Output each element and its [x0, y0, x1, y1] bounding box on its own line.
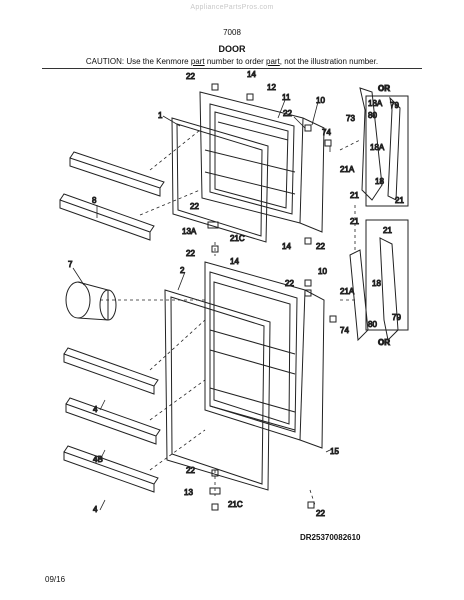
freezer-door-shelves — [59, 151, 165, 241]
callout-14-c: 14 — [282, 242, 291, 251]
caution-text-3: , not the illustration number. — [279, 57, 379, 66]
callout-21a-b: 21A — [340, 287, 355, 296]
diagram-reference-number: DR25370082610 — [300, 533, 361, 542]
callout-7: 7 — [68, 260, 73, 269]
callout-10-b: 10 — [318, 267, 327, 276]
caution-note: CAUTION: Use the Kenmore part number to … — [0, 57, 464, 66]
callout-13a: 13A — [182, 227, 197, 236]
callout-22-h: 22 — [316, 509, 325, 518]
callout-21a-a: 21A — [340, 165, 355, 174]
callout-21c-a: 21C — [230, 234, 245, 243]
callout-22-b: 22 — [283, 109, 292, 118]
page-title: DOOR — [218, 44, 246, 54]
callout-22-d: 22 — [186, 249, 195, 258]
or-label-upper: OR — [378, 84, 390, 93]
caution-text-1: CAUTION: Use the Kenmore — [85, 57, 191, 66]
header-rule — [42, 68, 422, 69]
callout-80-a: 80 — [368, 111, 377, 120]
callout-21-d: 21 — [383, 226, 392, 235]
callout-21c-b: 21C — [228, 500, 243, 509]
callout-22-g: 22 — [186, 466, 195, 475]
callout-1: 1 — [158, 111, 163, 120]
leader-lines — [100, 129, 361, 506]
callout-22-c: 22 — [190, 202, 199, 211]
callout-11: 11 — [282, 93, 291, 102]
callout-8: 8 — [92, 196, 97, 205]
callout-74-a: 74 — [322, 128, 331, 137]
fresh-food-gasket-part — [164, 289, 271, 491]
callout-4-upper: 4 — [93, 405, 98, 414]
callout-73: 73 — [346, 114, 355, 123]
callout-18-b: 18 — [372, 279, 381, 288]
callout-18a-a: 18A — [368, 99, 383, 108]
or-box-lower — [365, 219, 409, 331]
callout-12: 12 — [267, 83, 276, 92]
freezer-door-part — [199, 91, 325, 233]
callout-22-e: 22 — [316, 242, 325, 251]
caution-text-2: number to order — [204, 57, 266, 66]
callout-10-a: 10 — [316, 96, 325, 105]
callout-13: 13 — [184, 488, 193, 497]
callout-leaders — [72, 99, 331, 511]
callout-15: 15 — [330, 447, 339, 456]
callout-4-lower: 4 — [93, 505, 98, 514]
callout-4b: 4B — [93, 455, 103, 464]
or-label-lower: OR — [378, 338, 390, 347]
callout-18a-b: 18A — [370, 143, 385, 152]
hinge-and-screw-hardware — [207, 83, 337, 511]
callout-74-b: 74 — [340, 326, 349, 335]
caution-part-link-1: part — [190, 57, 205, 66]
or-box-upper — [365, 95, 409, 207]
dairy-bin-part — [65, 281, 117, 321]
freezer-gasket-part — [171, 117, 269, 243]
caution-part-link-2: part — [266, 57, 280, 66]
callout-79-b: 79 — [392, 313, 401, 322]
callout-80-b: 80 — [368, 320, 377, 329]
callout-22-f: 22 — [285, 279, 294, 288]
revision-date: 09/16 — [45, 575, 66, 584]
watermark: AppliancePartsPros.com — [190, 4, 274, 11]
callout-21-c: 21 — [395, 196, 404, 205]
callout-14-a: 14 — [247, 70, 256, 79]
callout-79-a: 79 — [390, 101, 399, 110]
callout-2: 2 — [180, 266, 185, 275]
callout-21-b: 21 — [350, 217, 359, 226]
model-number: 7008 — [223, 28, 241, 37]
callout-18-a: 18 — [375, 177, 384, 186]
callout-22-a: 22 — [186, 72, 195, 81]
handle-upper — [359, 87, 401, 201]
callout-21-a: 21 — [350, 191, 359, 200]
fresh-food-door-shelves — [63, 347, 161, 493]
callout-14-b: 14 — [230, 257, 239, 266]
